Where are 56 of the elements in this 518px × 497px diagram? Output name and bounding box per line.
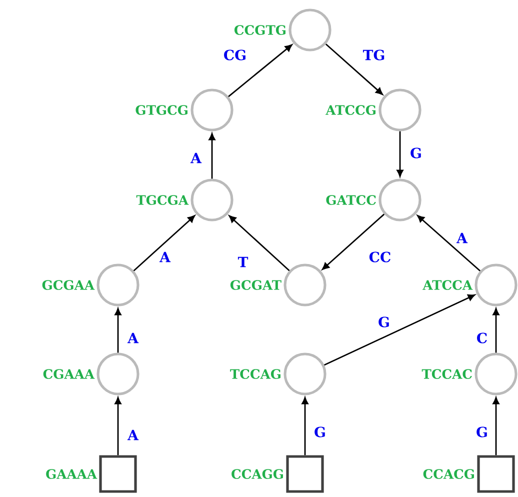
arrow xyxy=(324,294,476,366)
sequence-label: GTGCG xyxy=(136,105,188,115)
edge-label: CG xyxy=(224,50,246,60)
edge-label: A xyxy=(127,430,139,440)
sequence-label: ATCCG xyxy=(326,105,376,115)
arrow xyxy=(396,131,404,177)
arrow xyxy=(114,308,122,353)
sequence-label: GAAAA xyxy=(46,469,98,479)
start-square xyxy=(99,455,137,493)
state-circle xyxy=(190,88,234,132)
state-circle xyxy=(96,264,140,306)
arrow xyxy=(133,215,196,272)
edge-label: A xyxy=(159,252,171,262)
edge-label: G xyxy=(314,426,325,438)
sequence-label: CCACG xyxy=(423,469,474,479)
edge-label: G xyxy=(410,148,421,158)
arrow xyxy=(492,397,500,456)
sequence-label: GCGAA xyxy=(42,280,95,290)
start-square xyxy=(477,455,515,493)
sequence-label: GATCC xyxy=(326,195,376,205)
arrow xyxy=(208,133,216,179)
state-circle xyxy=(288,8,332,52)
state-circle xyxy=(284,264,326,306)
sequence-label: TGCGA xyxy=(136,195,189,205)
arrow xyxy=(302,397,308,456)
sequence-label: GCGAT xyxy=(230,280,282,290)
edge-label: A xyxy=(456,232,468,244)
sequence-label: CGAAA xyxy=(43,369,95,379)
sequence-label: CCGTG xyxy=(234,25,286,35)
edge-label: G xyxy=(476,426,487,438)
arrow xyxy=(417,215,481,272)
arrow xyxy=(114,397,122,456)
sequence-label: CCAGG xyxy=(232,469,283,479)
state-circle xyxy=(378,88,422,132)
state-circle xyxy=(474,264,518,306)
state-circle xyxy=(378,178,422,222)
edge-label: C xyxy=(477,332,487,344)
arrow xyxy=(228,215,290,272)
state-circle xyxy=(96,352,140,396)
edge-label: A xyxy=(127,332,139,344)
sequence-label: TCCAG xyxy=(230,369,280,379)
state-circle xyxy=(284,352,326,396)
arrow xyxy=(322,214,385,270)
edge-label: G xyxy=(378,316,389,328)
sequence-label: TCCAC xyxy=(422,369,472,379)
arrow xyxy=(228,44,292,98)
state-circle xyxy=(190,178,234,222)
edge-label: TG xyxy=(362,50,384,60)
state-circle xyxy=(474,352,518,396)
edge-label: CC xyxy=(369,252,390,262)
sequence-label: ATCCA xyxy=(422,280,473,290)
start-square xyxy=(286,455,324,493)
edge-label: T xyxy=(238,256,248,268)
edge-label: A xyxy=(190,152,202,164)
arrow xyxy=(325,44,383,95)
arrow xyxy=(492,308,500,353)
